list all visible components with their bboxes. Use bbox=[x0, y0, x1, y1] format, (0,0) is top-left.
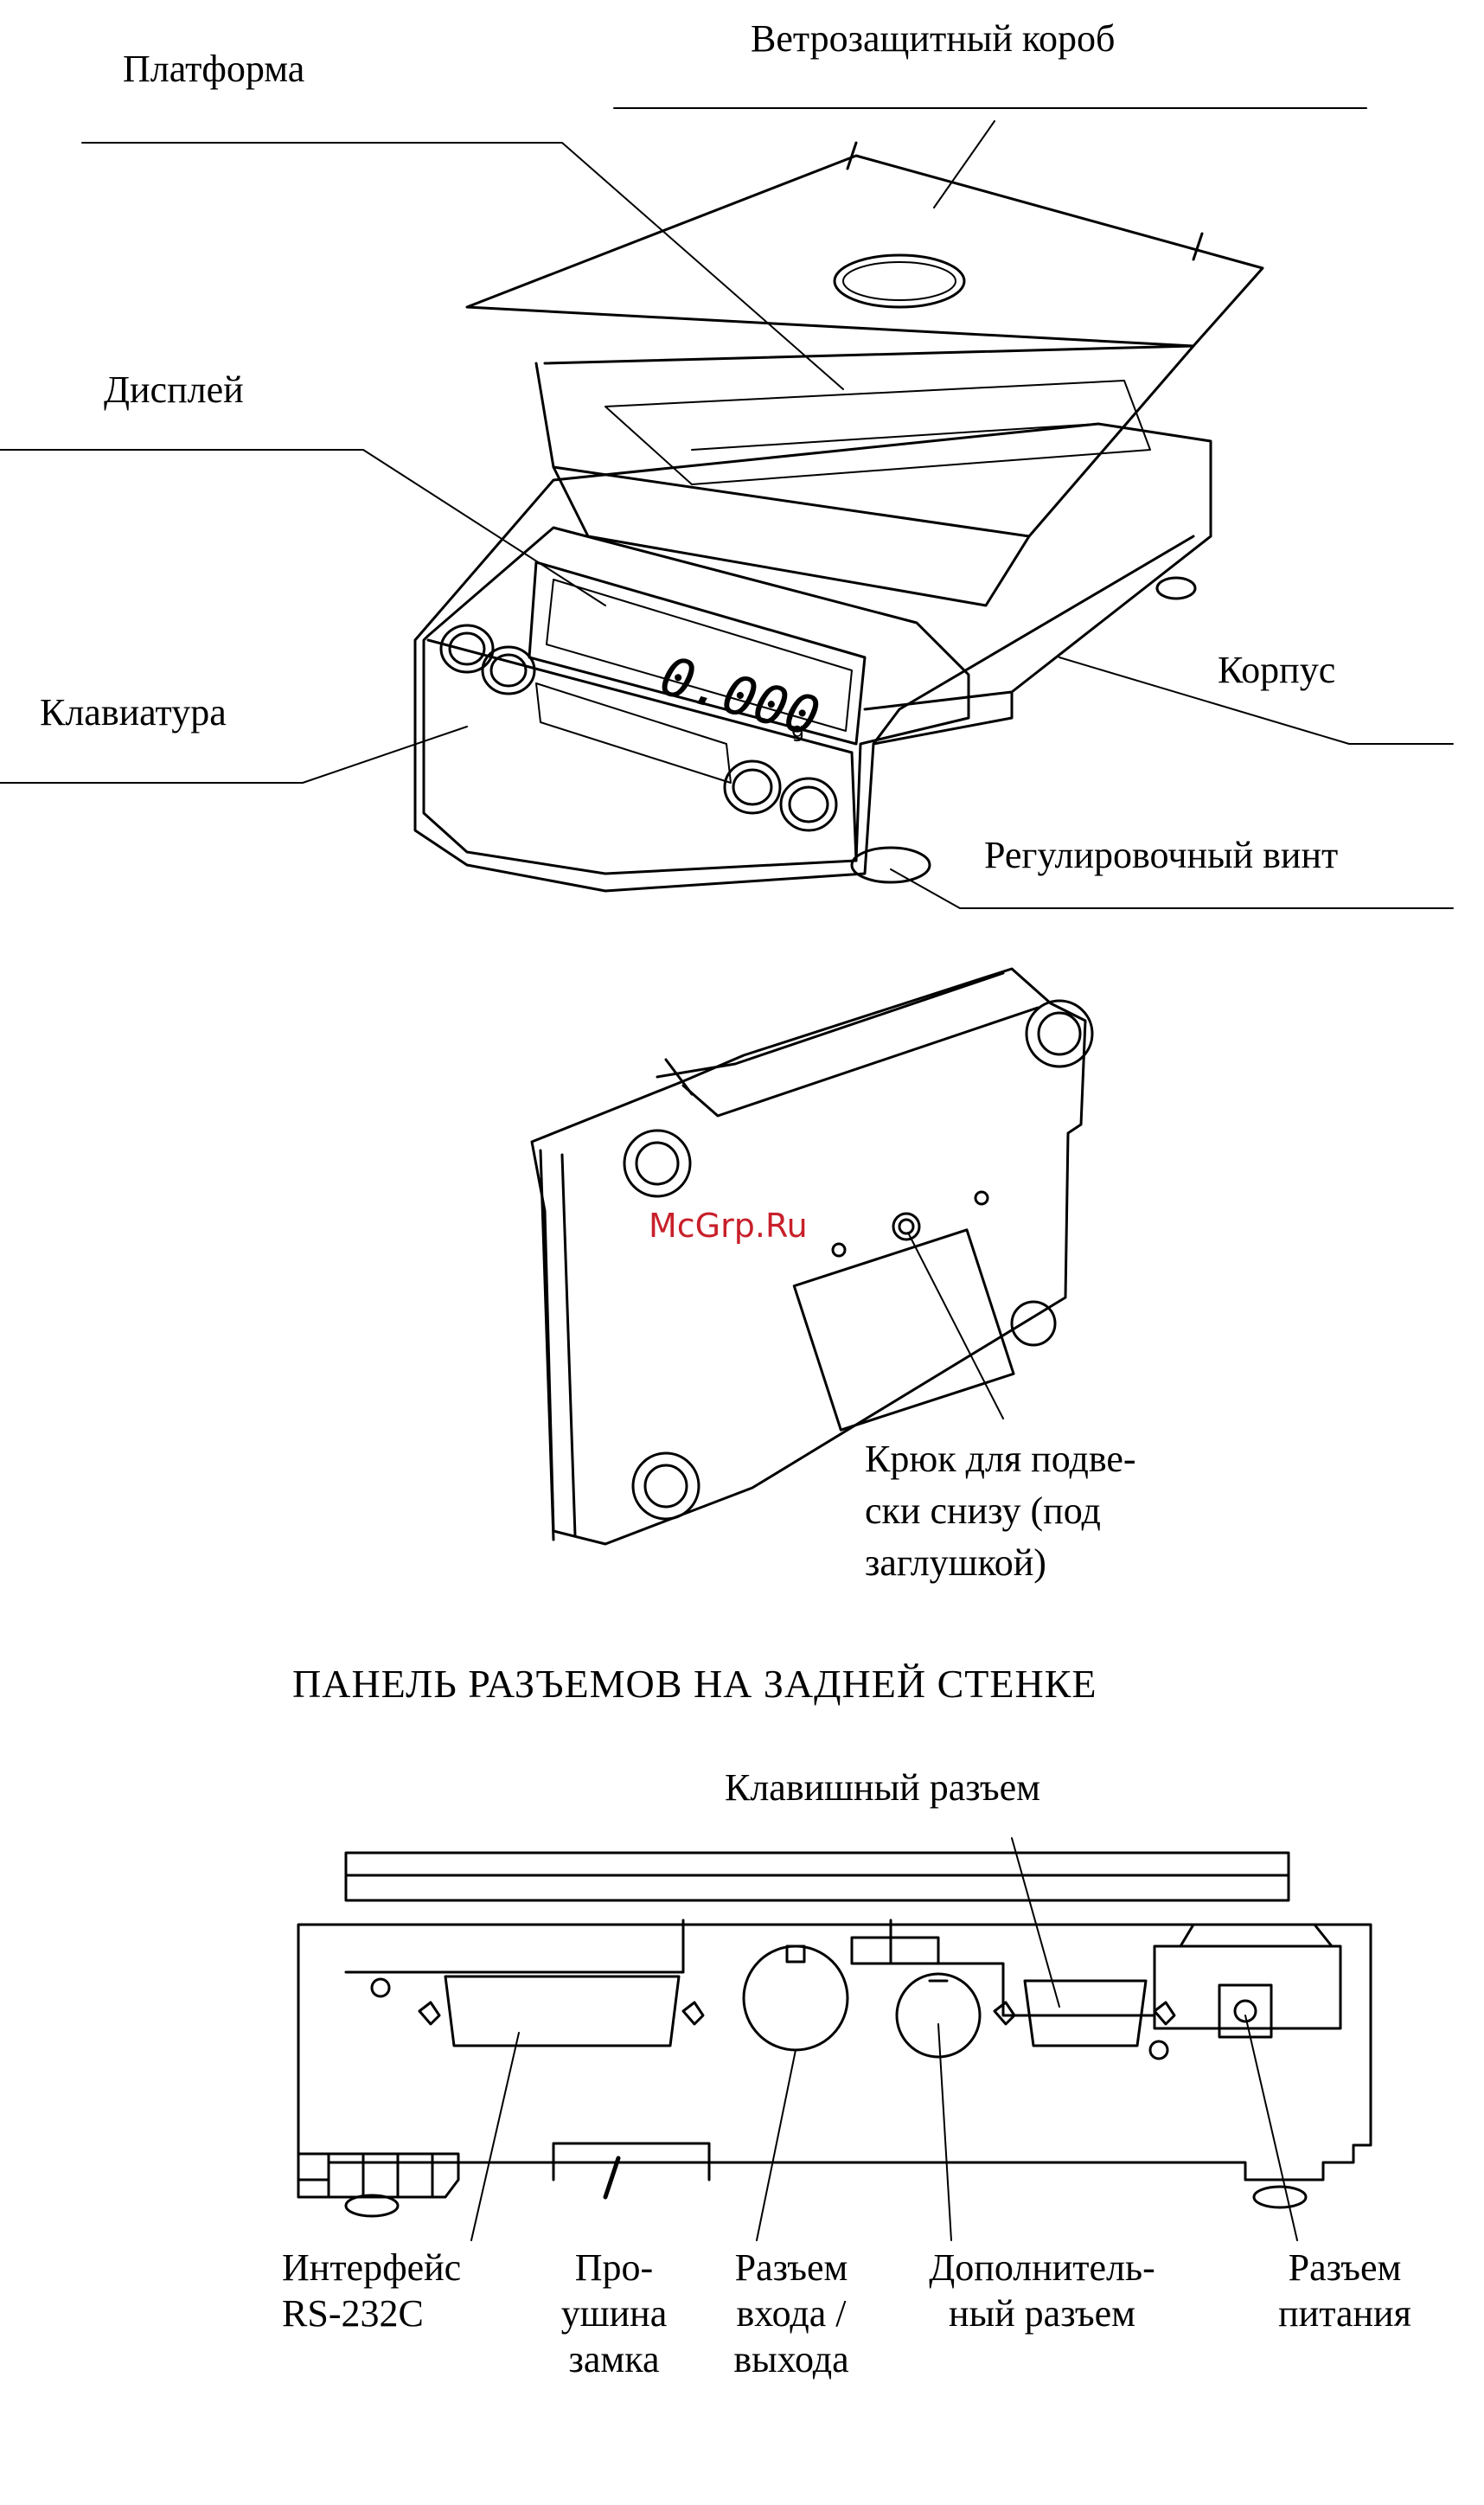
label-power-line-2: питания bbox=[1245, 2290, 1444, 2337]
leader-platform bbox=[82, 143, 843, 389]
label-lock-line-1: Про- bbox=[545, 2245, 683, 2291]
label-io-line-2: входа / bbox=[700, 2290, 882, 2337]
rear-panel-illustration bbox=[298, 1838, 1371, 2240]
leader-rs232 bbox=[471, 2033, 519, 2240]
leader-hook bbox=[908, 1233, 1003, 1419]
leveling-foot bbox=[852, 848, 930, 882]
rs232-connector bbox=[445, 1976, 679, 2046]
label-keypad: Клавиатура bbox=[40, 689, 227, 736]
label-windshield: Ветрозащитный короб bbox=[751, 16, 1115, 62]
label-lock-line-2: ушина bbox=[545, 2290, 683, 2337]
bottom-label-plate bbox=[794, 1230, 1014, 1430]
label-display: Дисплей bbox=[104, 367, 244, 413]
label-power-line-1: Разъем bbox=[1245, 2245, 1444, 2291]
leader-display bbox=[0, 450, 605, 605]
label-rs232-line-2: RS-232C bbox=[282, 2290, 424, 2337]
rear-panel-title: ПАНЕЛЬ РАЗЪЕМОВ НА ЗАДНЕЙ СТЕНКЕ bbox=[292, 1661, 1097, 1707]
leader-io bbox=[757, 2050, 796, 2240]
label-hook-line-2: ски снизу (под bbox=[865, 1488, 1101, 1534]
label-aux-line-1: Дополнитель- bbox=[899, 2245, 1185, 2291]
label-hook-line-1: Крюк для подве- bbox=[865, 1436, 1136, 1483]
rear-feet bbox=[298, 2145, 1306, 2216]
scale-display-digits: 0.000 g bbox=[654, 644, 827, 749]
aux-connector bbox=[897, 1974, 980, 2057]
power-module-case bbox=[1155, 1946, 1340, 2028]
label-platform: Платформа bbox=[123, 46, 304, 93]
key-connector bbox=[1025, 1981, 1146, 2046]
label-rs232-line-1: Интерфейс bbox=[282, 2245, 461, 2291]
balance-illustration bbox=[0, 108, 1453, 908]
windshield-top bbox=[467, 156, 1263, 346]
display-unit: g bbox=[791, 718, 804, 742]
label-io-line-3: выхода bbox=[700, 2336, 882, 2383]
weighing-platform bbox=[605, 381, 1150, 484]
label-key-connector: Клавишный разъем bbox=[725, 1765, 1040, 1811]
watermark: McGrp.Ru bbox=[649, 1207, 808, 1245]
label-leveling-screw: Регулировочный винт bbox=[984, 832, 1338, 879]
label-hook-line-3: заглушкой) bbox=[865, 1540, 1046, 1586]
label-io-line-1: Разъем bbox=[700, 2245, 882, 2291]
leader-lock bbox=[605, 2158, 618, 2197]
label-housing: Корпус bbox=[1218, 647, 1335, 694]
label-aux-line-2: ный разъем bbox=[899, 2290, 1185, 2337]
hook-cover bbox=[893, 1214, 919, 1240]
windshield-box bbox=[536, 346, 1193, 605]
label-lock-line-3: замка bbox=[545, 2336, 683, 2383]
